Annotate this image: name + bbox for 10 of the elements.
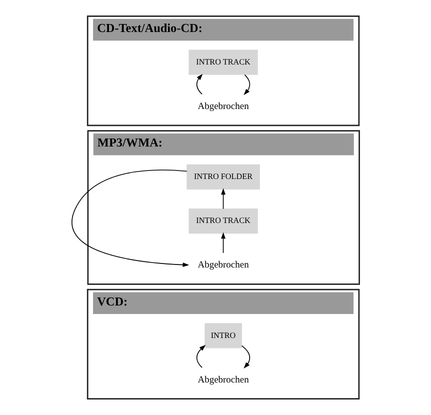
arrow (196, 344, 206, 368)
arrow (72, 170, 190, 268)
node-text: Abgebrochen (198, 375, 249, 386)
arrow (221, 188, 226, 210)
arrow (196, 74, 203, 95)
arrow (221, 232, 226, 254)
node-text: Abgebrochen (198, 260, 249, 271)
arrow (244, 74, 250, 96)
node-text: Abgebrochen (198, 102, 249, 112)
arrow (241, 345, 250, 368)
